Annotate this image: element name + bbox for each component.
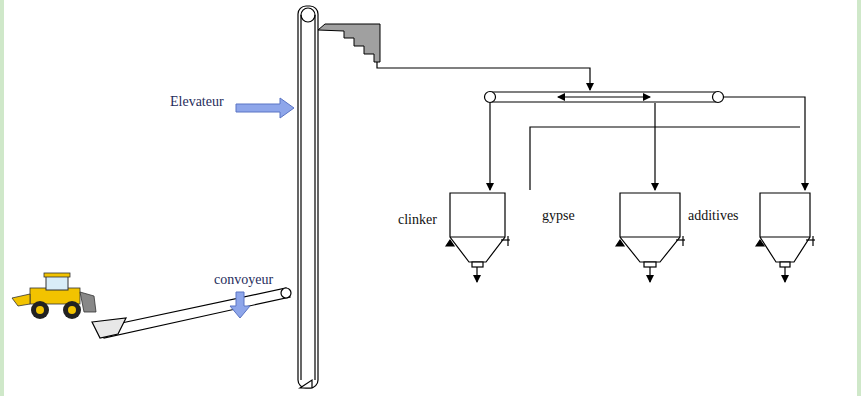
callout-label: Elevateur	[170, 94, 224, 109]
shuttle-conveyor	[485, 92, 724, 103]
conveyor-callout-arrow	[230, 292, 250, 318]
silo-label: gypse	[542, 208, 575, 223]
inclined-conveyor	[92, 288, 291, 338]
silo-label: additives	[688, 208, 739, 223]
callout-label: convoyeur	[214, 272, 273, 287]
distribution-lines	[490, 97, 805, 190]
stair-chute	[318, 24, 380, 62]
elevator	[298, 6, 318, 388]
silo-label: clinker	[398, 212, 437, 227]
silos	[446, 193, 815, 282]
wheel-loader	[12, 273, 96, 319]
feed-line	[377, 62, 590, 90]
elevator-callout-arrow	[236, 98, 294, 118]
